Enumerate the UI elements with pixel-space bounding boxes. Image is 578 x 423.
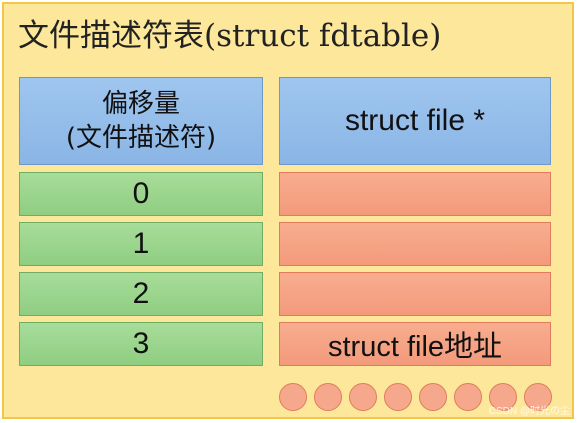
continuation-dot (524, 383, 552, 411)
watermark: CSDN @时光の尘 (488, 406, 570, 417)
offset-column-header: 偏移量 (文件描述符) (19, 77, 263, 165)
continuation-dot (454, 383, 482, 411)
fd-index-0: 0 (19, 172, 263, 216)
fd-index-1: 1 (19, 222, 263, 266)
file-pointer-0 (279, 172, 551, 216)
file-pointer-1 (279, 222, 551, 266)
offset-header-line1: 偏移量 (101, 89, 180, 119)
continuation-dot (419, 383, 447, 411)
pointer-column-header: struct file * (279, 77, 551, 165)
continuation-dot (384, 383, 412, 411)
continuation-dot (489, 383, 517, 411)
file-pointer-2 (279, 272, 551, 316)
diagram-title: 文件描述符表(struct fdtable) (18, 18, 442, 54)
fd-index-2: 2 (19, 272, 263, 316)
continuation-dot (314, 383, 342, 411)
continuation-dots (279, 383, 552, 411)
file-pointer-3: struct file地址 (279, 322, 551, 366)
offset-header-line2: (文件描述符) (65, 123, 217, 153)
continuation-dot (279, 383, 307, 411)
continuation-dot (349, 383, 377, 411)
fd-index-3: 3 (19, 322, 263, 366)
